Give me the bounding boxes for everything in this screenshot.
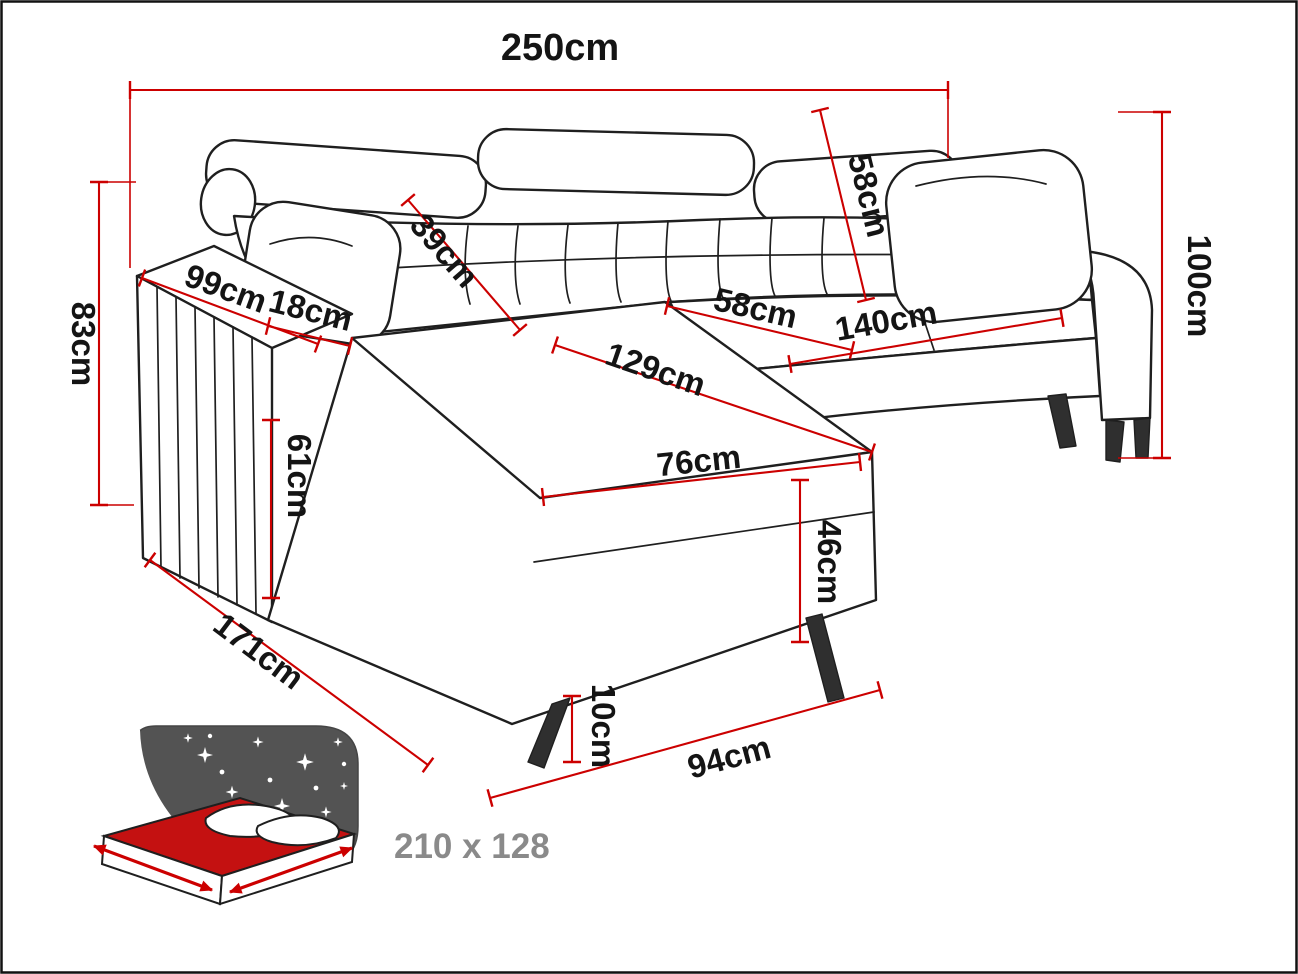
chaise-side-leg — [805, 613, 845, 703]
dimension-label: 100cm — [1181, 235, 1218, 338]
right-arm-foot — [1105, 419, 1125, 463]
dim-seat-height: 46cm — [791, 478, 848, 644]
dimension-label: 250cm — [501, 27, 619, 69]
right-arm-foot-2 — [1133, 417, 1151, 459]
dimension-label: 94cm — [683, 728, 774, 786]
dimension-label: 46cm — [811, 520, 848, 604]
dimension-label: 83cm — [65, 302, 102, 386]
dimension-label: 61cm — [281, 434, 318, 518]
dim-overall-width: 250cm — [128, 27, 950, 99]
headrest-middle — [476, 127, 756, 197]
dim-armrest-height: 83cm — [65, 180, 108, 507]
dimension-label: 76cm — [655, 438, 743, 484]
dim-total-height: 100cm — [1153, 110, 1218, 460]
mattress-length-arrow — [92, 844, 214, 892]
dim-chaise-seat-front: 76cm — [540, 438, 863, 507]
sleeping-area-label: 210 x 128 — [394, 827, 550, 866]
sofa-leg — [1047, 393, 1077, 449]
mattress-width-arrow — [228, 846, 354, 894]
sleeping-function-icon — [92, 725, 359, 906]
bed-pillow-2 — [255, 814, 340, 847]
dimension-label: 10cm — [585, 684, 622, 768]
